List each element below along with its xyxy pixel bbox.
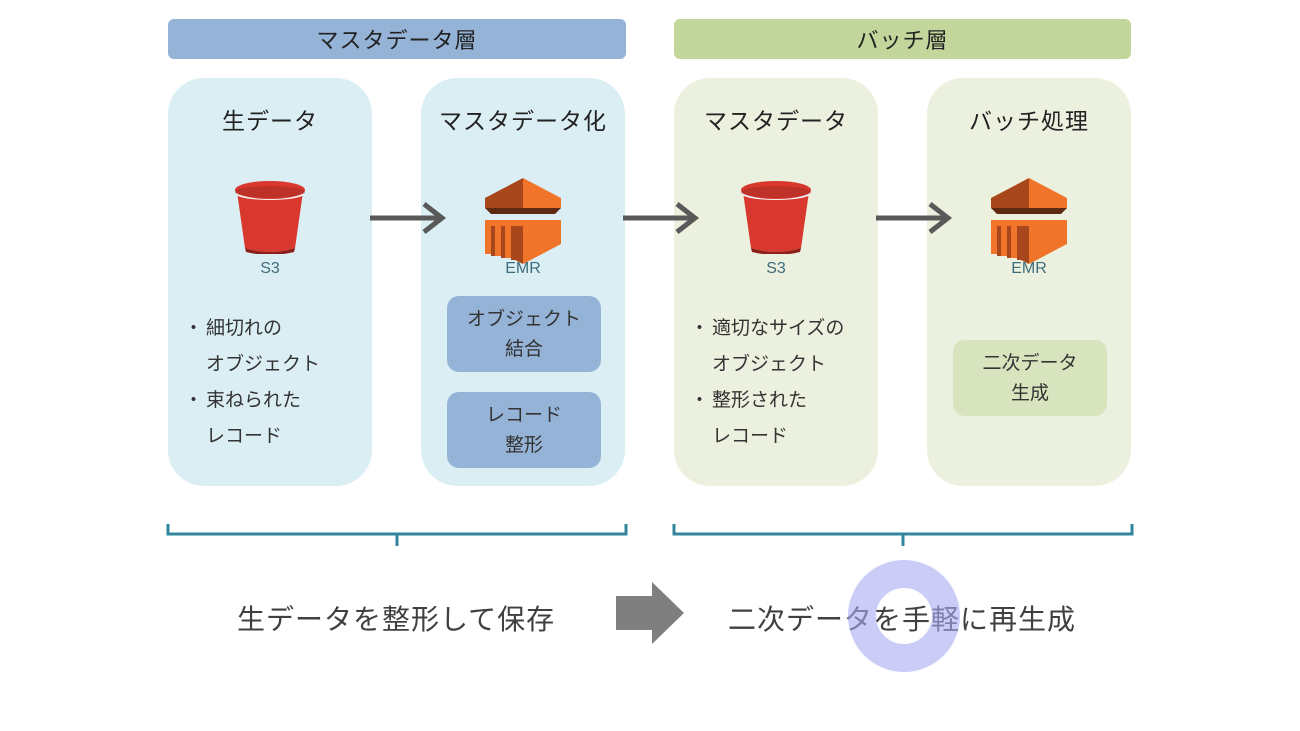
panel-title: マスタデータ [704,109,848,135]
emr-icon-group: EMR [421,178,625,288]
bullet-list: ・ 細切れの オブジェクト ・ 束ねられた レコード [184,310,366,454]
bullet-item: ・ 整形された レコード [690,389,808,447]
process-box-record-format: レコード 整形 [447,392,601,468]
s3-bucket-icon [741,181,811,254]
brace-master-layer [166,524,628,546]
bullet-list: ・ 適切なサイズの オブジェクト ・ 整形された レコード [690,310,872,454]
summary-left: 生データを整形して保存 [237,603,556,636]
s3-label: S3 [260,260,280,277]
bullet-item: ・ 束ねられた レコード [184,389,302,447]
panel-batch-processing: バッチ処理 EMR 二次データ 生成 [927,78,1131,486]
big-arrow-icon [616,582,684,644]
panel-title: マスタデータ化 [439,109,607,135]
bullet-item: ・ 細切れの オブジェクト [184,317,321,375]
s3-bucket-icon [235,181,305,254]
emr-icon-group: EMR [927,178,1131,288]
bullet-item: ・ 適切なサイズの オブジェクト [690,317,845,375]
s3-label: S3 [766,260,786,277]
panel-master-data: マスタデータ S3 ・ 適切なサイズの オブジェクト ・ 整形された レコード [674,78,878,486]
batch-layer-header: バッチ層 [674,19,1131,59]
brace-batch-layer [672,524,1134,546]
emr-icon [991,178,1067,264]
panel-raw-data: 生データ S3 ・ 細切れの オブジェクト ・ 束ねられた レコード [168,78,372,486]
emr-icon [485,178,561,264]
flow-arrow-icon [876,202,953,234]
s3-icon-group: S3 [674,178,878,288]
master-data-layer-label: マスタデータ層 [316,29,478,54]
flow-arrow-icon [623,202,700,234]
panel-master-data-conversion: マスタデータ化 EMR オブジェクト 結合 レコード 整形 [421,78,625,486]
panel-title: 生データ [222,109,318,135]
process-box-object-merge: オブジェクト 結合 [447,296,601,372]
emr-label: EMR [505,260,541,277]
cursor-highlight-ring [848,560,960,672]
s3-icon-group: S3 [168,178,372,288]
batch-layer-label: バッチ層 [856,29,949,54]
master-data-layer-header: マスタデータ層 [168,19,626,59]
panel-title: バッチ処理 [969,109,1089,135]
flow-arrow-icon [370,202,447,234]
emr-label: EMR [1011,260,1047,277]
process-box-secondary-data: 二次データ 生成 [953,340,1107,416]
